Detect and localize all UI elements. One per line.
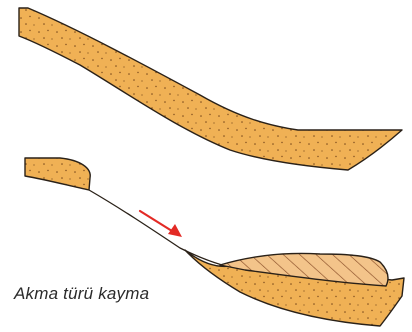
- diagram-caption: Akma türü kayma: [14, 284, 149, 304]
- stable-slope-layer: [19, 8, 402, 170]
- scarp-block: [25, 158, 90, 190]
- failure-surface: [89, 190, 222, 265]
- stable-slope-panel: [19, 8, 402, 170]
- movement-arrow: [140, 211, 182, 237]
